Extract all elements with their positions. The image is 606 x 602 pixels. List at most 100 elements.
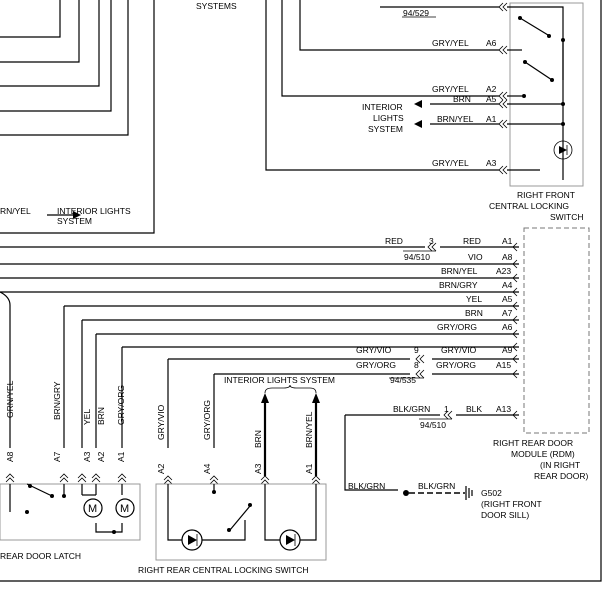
switch-vertical-labels: GRY/VIO GRY/ORG BRN BRN/YEL A2 A4 A3 A1	[156, 400, 314, 474]
frame-border	[0, 0, 602, 582]
blkgrn-left: BLK/GRN	[393, 404, 430, 414]
gryorg-right: GRY/ORG	[436, 360, 476, 370]
interior-label-2: LIGHTS	[373, 113, 404, 123]
led-icon	[279, 529, 301, 551]
arrow-left-icon	[414, 100, 422, 108]
arrow-up-icon	[312, 393, 320, 403]
brngry-wire: BRN/GRY	[439, 280, 478, 290]
rf-pin-a2: A2	[486, 84, 497, 94]
pin-a9: A9	[502, 345, 513, 355]
rf-title-1: RIGHT FRONT	[517, 190, 575, 200]
arrow-up-icon	[261, 393, 269, 403]
pin-a5: A5	[502, 294, 513, 304]
pin-a1: A1	[502, 236, 513, 246]
splice-94-510b: 94/510	[420, 420, 446, 430]
gryorg-left: GRY/ORG	[356, 360, 396, 370]
svg-text:YEL: YEL	[82, 409, 92, 425]
latch-title: REAR DOOR LATCH	[0, 551, 81, 561]
inline-connectors	[415, 242, 453, 420]
svg-text:BRN: BRN	[253, 430, 263, 448]
rdm-connector	[512, 242, 518, 420]
rdm-title-1: RIGHT REAR DOOR	[493, 438, 573, 448]
rf-connector	[498, 2, 508, 175]
rdm-title-3: (IN RIGHT	[540, 460, 580, 470]
ground-wire-1: BLK/GRN	[348, 481, 385, 491]
rr-switch-title: RIGHT REAR CENTRAL LOCKING SWITCH	[138, 565, 309, 575]
vio-wire: VIO	[468, 252, 483, 262]
motor-icon: M	[83, 498, 103, 518]
ils-bracket	[264, 384, 317, 394]
yel-wire: YEL	[466, 294, 482, 304]
svg-text:M: M	[120, 503, 129, 515]
interior-label-3: SYSTEM	[368, 124, 403, 134]
svg-text:BRN/YEL: BRN/YEL	[304, 411, 314, 448]
g502-location-2: DOOR SILL)	[481, 510, 529, 520]
rf-pin-a6: A6	[486, 38, 497, 48]
pin-a4: A4	[502, 280, 513, 290]
interior-lights-label-mid: INTERIOR LIGHTS SYSTEM	[224, 375, 335, 385]
svg-text:GRY/ORG: GRY/ORG	[202, 400, 212, 440]
rf-wire-a3: GRY/YEL	[432, 158, 469, 168]
latch-box	[0, 483, 141, 541]
splice-94-535: 94/535	[390, 375, 416, 385]
svg-text:GRY/ORG: GRY/ORG	[116, 385, 126, 425]
rf-wire-a5: BRN	[453, 94, 471, 104]
rf-led-icon	[553, 140, 573, 160]
pin-a13: A13	[496, 404, 511, 414]
rf-pin-a3: A3	[486, 158, 497, 168]
g502-label: G502	[481, 488, 502, 498]
svg-text:A3: A3	[82, 451, 92, 462]
svg-text:GRY/VIO: GRY/VIO	[156, 404, 166, 440]
gryvio-left: GRY/VIO	[356, 345, 392, 355]
systems-label: SYSTEMS	[196, 1, 237, 11]
motor-icon: M	[115, 498, 135, 518]
rf-title-2: CENTRAL LOCKING	[489, 201, 569, 211]
ground-icon	[465, 486, 473, 500]
svg-text:A7: A7	[52, 451, 62, 462]
red-connector-num: 3	[429, 236, 434, 246]
rf-wire-a2: GRY/YEL	[432, 84, 469, 94]
rr-switch-internal	[167, 484, 317, 541]
rdm-module-box	[523, 227, 590, 434]
svg-text:A4: A4	[202, 463, 212, 474]
rf-wire-a6: GRY/YEL	[432, 38, 469, 48]
rf-wire-a1: BRN/YEL	[437, 114, 474, 124]
svg-text:BRN: BRN	[96, 407, 106, 425]
svg-text:A8: A8	[5, 451, 15, 462]
brn-wire: BRN	[465, 308, 483, 318]
splice-94-510: 94/510	[404, 252, 430, 262]
latch-internal	[9, 483, 123, 533]
blkgrn-connector-num: 1	[444, 404, 449, 414]
latch-connectors	[5, 473, 127, 483]
pin-a15: A15	[496, 360, 511, 370]
left-wire-bundle	[0, 0, 155, 234]
pin-a7: A7	[502, 308, 513, 318]
pin-a8: A8	[502, 252, 513, 262]
gryvio-right: GRY/VIO	[441, 345, 477, 355]
svg-text:A1: A1	[116, 451, 126, 462]
blk-right: BLK	[466, 404, 482, 414]
red-wire-left: RED	[385, 236, 403, 246]
red-wire-right: RED	[463, 236, 481, 246]
rf-title-3: SWITCH	[550, 212, 584, 222]
arrow-left-icon	[414, 120, 422, 128]
left-wire-label: RN/YEL	[0, 206, 31, 216]
rf-pin-a5: A5	[486, 94, 497, 104]
svg-text:A3: A3	[253, 463, 263, 474]
switch-connectors	[163, 475, 321, 485]
pin-a23: A23	[496, 266, 511, 276]
rdm-title-4: REAR DOOR)	[534, 471, 588, 481]
bus-wires	[0, 246, 519, 491]
gryorg-connector-num: 8	[414, 360, 419, 370]
interior-lights-label-left-2: SYSTEM	[57, 216, 92, 226]
rr-switch-box	[155, 483, 327, 561]
brnyel-wire: BRN/YEL	[441, 266, 478, 276]
svg-text:A2: A2	[96, 451, 106, 462]
svg-text:GRN/YEL: GRN/YEL	[5, 380, 15, 418]
svg-text:A1: A1	[304, 463, 314, 474]
g502-location-1: (RIGHT FRONT	[481, 499, 542, 509]
latch-vertical-labels: GRN/YEL BRN/GRY YEL BRN GRY/ORG A8 A7 A3…	[5, 380, 126, 462]
gryorg-wire: GRY/ORG	[437, 322, 477, 332]
led-icon	[181, 529, 203, 551]
